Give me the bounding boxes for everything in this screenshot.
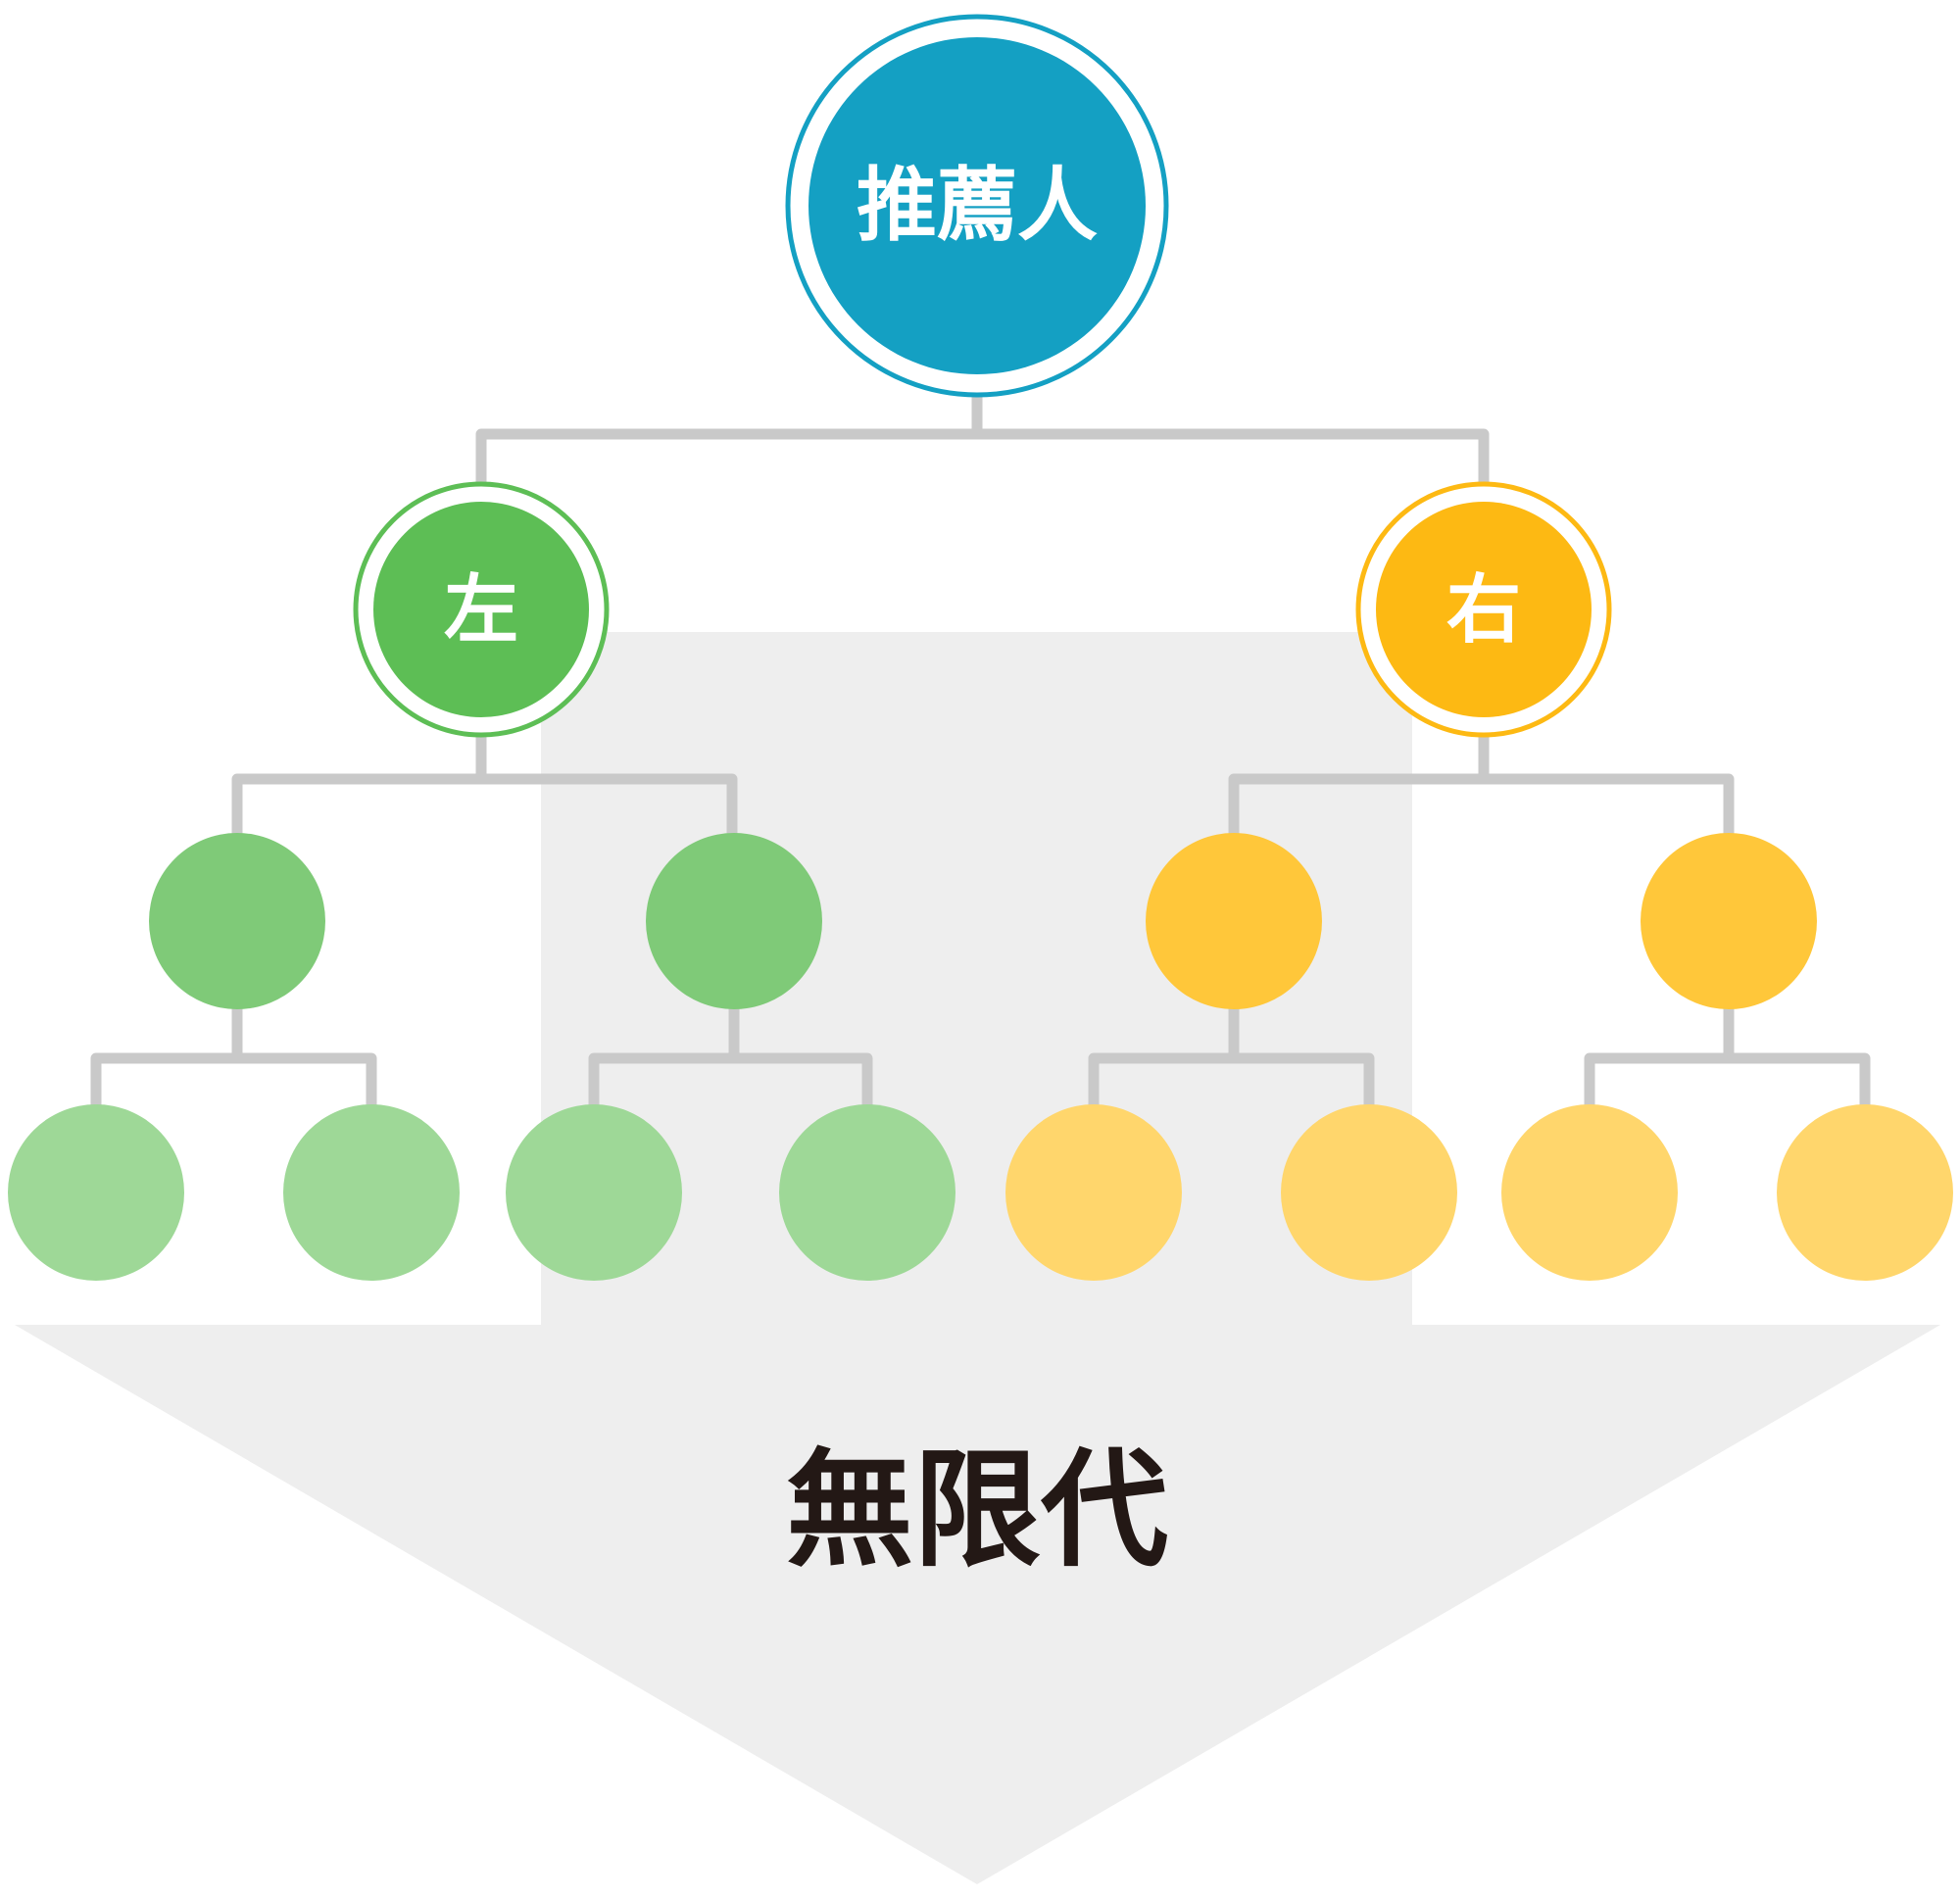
infinite-generations-label: 無限代 [786,1436,1168,1584]
right-grandchild-node [1005,1104,1182,1281]
left-node: 左 [353,481,610,738]
right-label: 右 [1446,566,1521,654]
right-grandchild-node [1501,1104,1678,1281]
right-child-node [1146,833,1322,1009]
right-node: 右 [1355,481,1612,738]
left-grandchild-node [779,1104,956,1281]
connector-lines [90,392,1871,1107]
left-grandchild-node [283,1104,460,1281]
left-child-node [646,833,822,1009]
left-label: 左 [444,566,518,654]
root-node-recommender: 推薦人 [785,14,1169,398]
downward-arrow-background [15,632,1940,1884]
right-grandchild-node [1281,1104,1457,1281]
left-grandchild-node [8,1104,184,1281]
left-child-node [149,833,325,1009]
right-child-node [1641,833,1817,1009]
root-label: 推薦人 [857,160,1098,253]
left-grandchild-node [506,1104,682,1281]
right-grandchild-node [1777,1104,1953,1281]
